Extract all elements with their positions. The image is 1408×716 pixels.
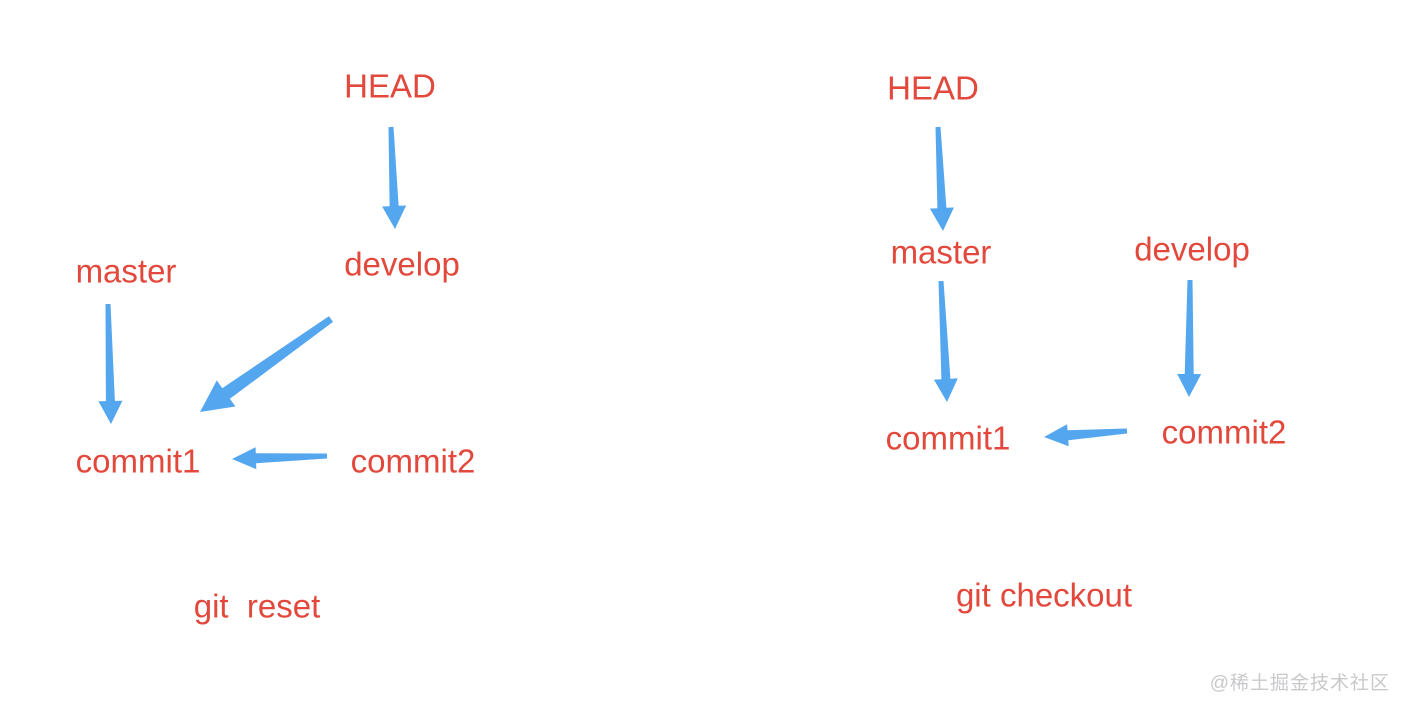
node-label-commit2: commit2 — [350, 442, 476, 480]
arrow-head-to-master — [929, 126, 954, 231]
watermark: @稀土掘金技术社区 — [1209, 673, 1390, 694]
caption-git-checkout: git checkout — [955, 576, 1133, 614]
node-label-master: master — [75, 252, 177, 290]
node-label-head: HEAD — [344, 67, 436, 105]
node-label-master: master — [890, 233, 992, 271]
node-label-develop: develop — [344, 245, 460, 283]
node-label-develop: develop — [1134, 230, 1250, 268]
arrow-develop-to-commit2 — [1177, 280, 1202, 397]
arrow-develop-to-commit1 — [200, 316, 333, 412]
node-label-commit1: commit1 — [885, 419, 1011, 457]
arrow-master-to-commit1-right — [933, 280, 958, 402]
arrow-master-to-commit1 — [98, 303, 123, 424]
caption-git-reset: git reset — [193, 587, 321, 625]
node-label-commit2: commit2 — [1161, 413, 1287, 451]
arrow-head-to-develop — [382, 126, 407, 229]
node-label-commit1: commit1 — [75, 442, 201, 480]
arrow-commit2-to-commit1 — [232, 447, 328, 470]
node-label-head: HEAD — [887, 69, 979, 107]
arrow-commit2-to-commit1-right — [1044, 424, 1128, 447]
